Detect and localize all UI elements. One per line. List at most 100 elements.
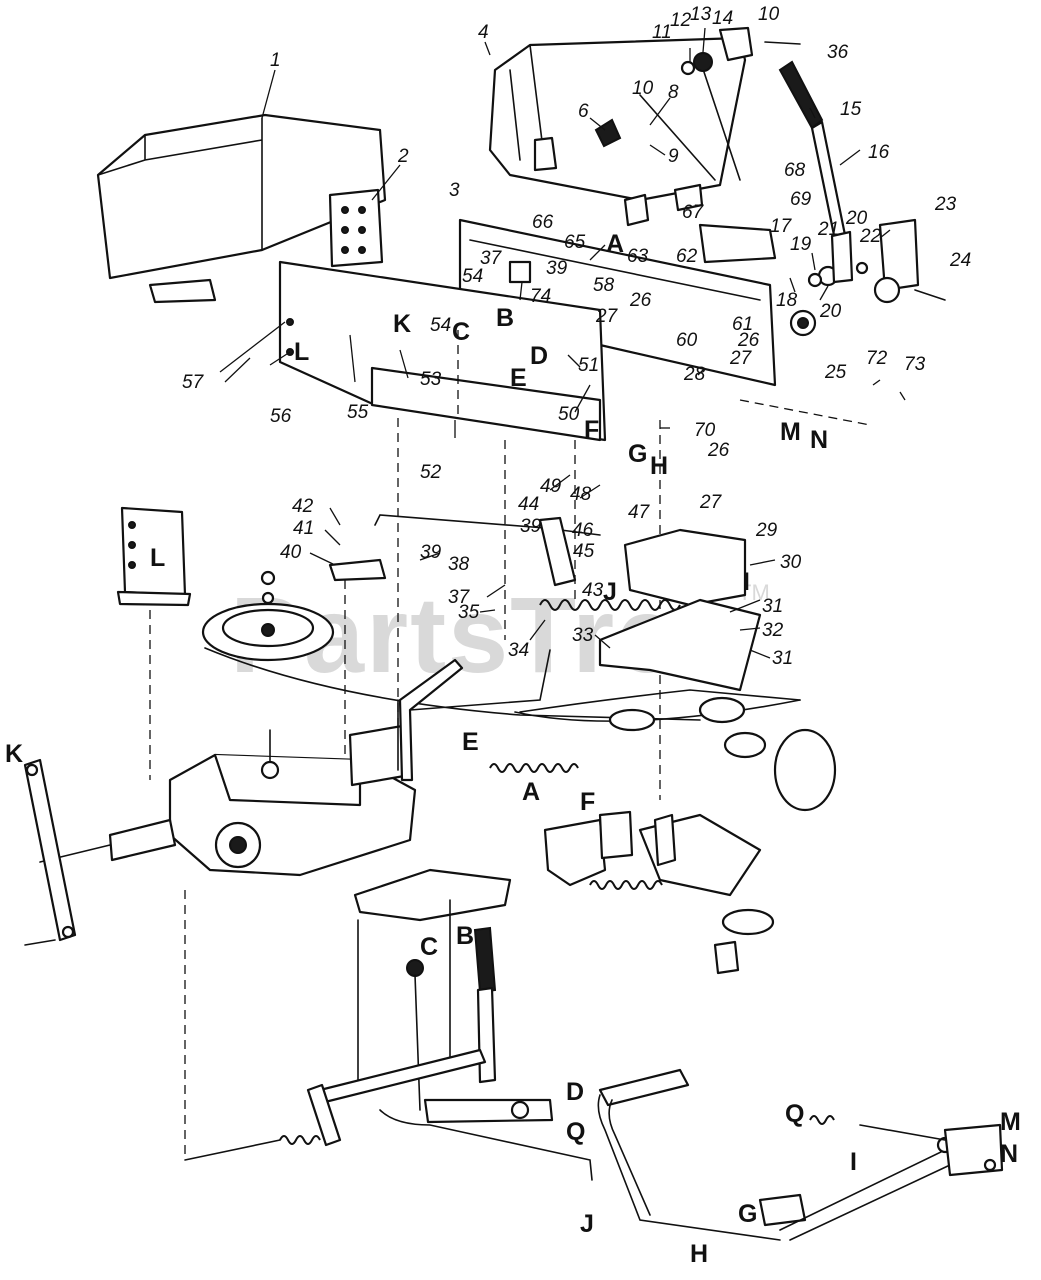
callout-67: 67 — [682, 202, 705, 223]
callout-19: 19 — [790, 234, 812, 255]
callout-62: 62 — [676, 246, 698, 267]
upper-hardware — [508, 26, 801, 284]
dash-panel — [96, 113, 387, 304]
part-number-callouts: 1 2 3 4 6 8 9 10 10 11 12 13 14 15 16 17… — [182, 4, 971, 669]
callout-27c: 27 — [699, 492, 723, 513]
callout-43: 43 — [582, 580, 604, 601]
callout-38: 38 — [448, 554, 470, 575]
callout-54b: 54 — [462, 266, 483, 287]
letter-q-right: Q — [785, 1100, 804, 1128]
callout-72: 72 — [866, 348, 888, 369]
letter-k-upper: K — [393, 310, 411, 338]
callout-35: 35 — [458, 602, 480, 623]
callout-2: 2 — [397, 146, 409, 167]
callout-46: 46 — [572, 520, 594, 541]
transmission-pulley — [201, 570, 335, 662]
mounting-bracket — [328, 188, 384, 268]
throttle-control-assembly — [698, 218, 946, 337]
transmission — [39, 723, 417, 877]
letter-a-lower: A — [522, 778, 540, 806]
letter-n-lower: N — [1000, 1140, 1018, 1168]
alignment-line — [739, 399, 871, 426]
letter-h-upper: H — [650, 452, 668, 480]
callout-39a: 39 — [546, 258, 568, 279]
callout-58: 58 — [593, 275, 615, 296]
callout-17: 17 — [770, 216, 793, 237]
callout-1: 1 — [270, 50, 281, 71]
callout-9: 9 — [668, 146, 679, 167]
letter-n-upper: N — [810, 426, 828, 454]
callout-52: 52 — [420, 462, 442, 483]
callout-21: 21 — [817, 219, 839, 240]
pedal-bracket — [353, 868, 512, 1111]
idler-arm — [598, 598, 762, 692]
callout-68: 68 — [784, 160, 806, 181]
callout-26b: 26 — [737, 330, 760, 351]
letter-m-upper: M — [780, 418, 801, 446]
letter-c-upper: C — [452, 318, 470, 346]
letter-a-upper: A — [606, 230, 624, 258]
letter-l-upper: L — [294, 338, 309, 366]
letter-e-lower: E — [462, 728, 479, 756]
callout-37a: 37 — [480, 248, 503, 269]
control-rod — [328, 514, 601, 587]
callout-22: 22 — [859, 226, 882, 247]
callout-50: 50 — [558, 404, 580, 425]
callout-49: 49 — [540, 476, 562, 497]
callout-51: 51 — [578, 355, 599, 376]
callout-10a: 10 — [758, 4, 780, 25]
callout-70: 70 — [694, 420, 716, 441]
letter-g-lower: G — [738, 1200, 757, 1228]
callout-54a: 54 — [430, 315, 451, 336]
letter-b-lower: B — [456, 922, 474, 950]
letter-i-upper: I — [743, 568, 750, 596]
callout-36: 36 — [827, 42, 849, 63]
letter-e-upper: E — [510, 364, 527, 392]
callout-39b: 39 — [520, 516, 542, 537]
callout-53: 53 — [420, 369, 442, 390]
shift-linkage — [397, 649, 551, 782]
callout-23: 23 — [934, 194, 957, 215]
callout-56: 56 — [270, 406, 292, 427]
spring-e — [489, 763, 579, 773]
callout-41: 41 — [293, 518, 314, 539]
drive-belt-lower — [514, 699, 801, 722]
callout-11: 11 — [652, 22, 672, 43]
connection-letter-callouts: A A B B C C D D E E F F G G H H I I J J … — [5, 230, 1021, 1268]
callout-40: 40 — [280, 542, 302, 563]
clutch-brake-linkage — [184, 1048, 593, 1181]
lift-lever — [597, 1068, 1004, 1241]
letter-m-lower: M — [1000, 1108, 1021, 1136]
l-bracket — [116, 506, 192, 607]
idler-pulleys — [519, 689, 837, 812]
callout-6: 6 — [578, 101, 589, 122]
bracket-29 — [623, 528, 747, 607]
callout-28: 28 — [683, 364, 706, 385]
callout-55: 55 — [347, 402, 369, 423]
letter-b-upper: B — [496, 304, 514, 332]
letter-f-lower: F — [580, 788, 595, 816]
console-plate — [278, 260, 607, 442]
letter-h-lower: H — [690, 1240, 708, 1268]
spring-34 — [539, 599, 681, 611]
callout-39c: 39 — [420, 542, 442, 563]
callout-66: 66 — [532, 212, 554, 233]
callout-20a: 20 — [845, 208, 868, 229]
letter-c-lower: C — [420, 933, 438, 961]
callout-25: 25 — [824, 362, 847, 383]
callout-32: 32 — [762, 620, 784, 641]
letter-j-upper: J — [603, 578, 617, 606]
callout-14: 14 — [712, 8, 733, 29]
letter-d-lower: D — [566, 1078, 584, 1106]
callout-27b: 27 — [729, 348, 753, 369]
callout-44: 44 — [518, 494, 539, 515]
callout-34: 34 — [508, 640, 529, 661]
callout-73: 73 — [904, 354, 926, 375]
callout-37b: 37 — [448, 587, 471, 608]
drive-belt — [204, 647, 701, 721]
leader-lines — [219, 27, 906, 659]
callout-26a: 26 — [629, 290, 652, 311]
callout-18: 18 — [776, 290, 798, 311]
callout-26c: 26 — [707, 440, 730, 461]
